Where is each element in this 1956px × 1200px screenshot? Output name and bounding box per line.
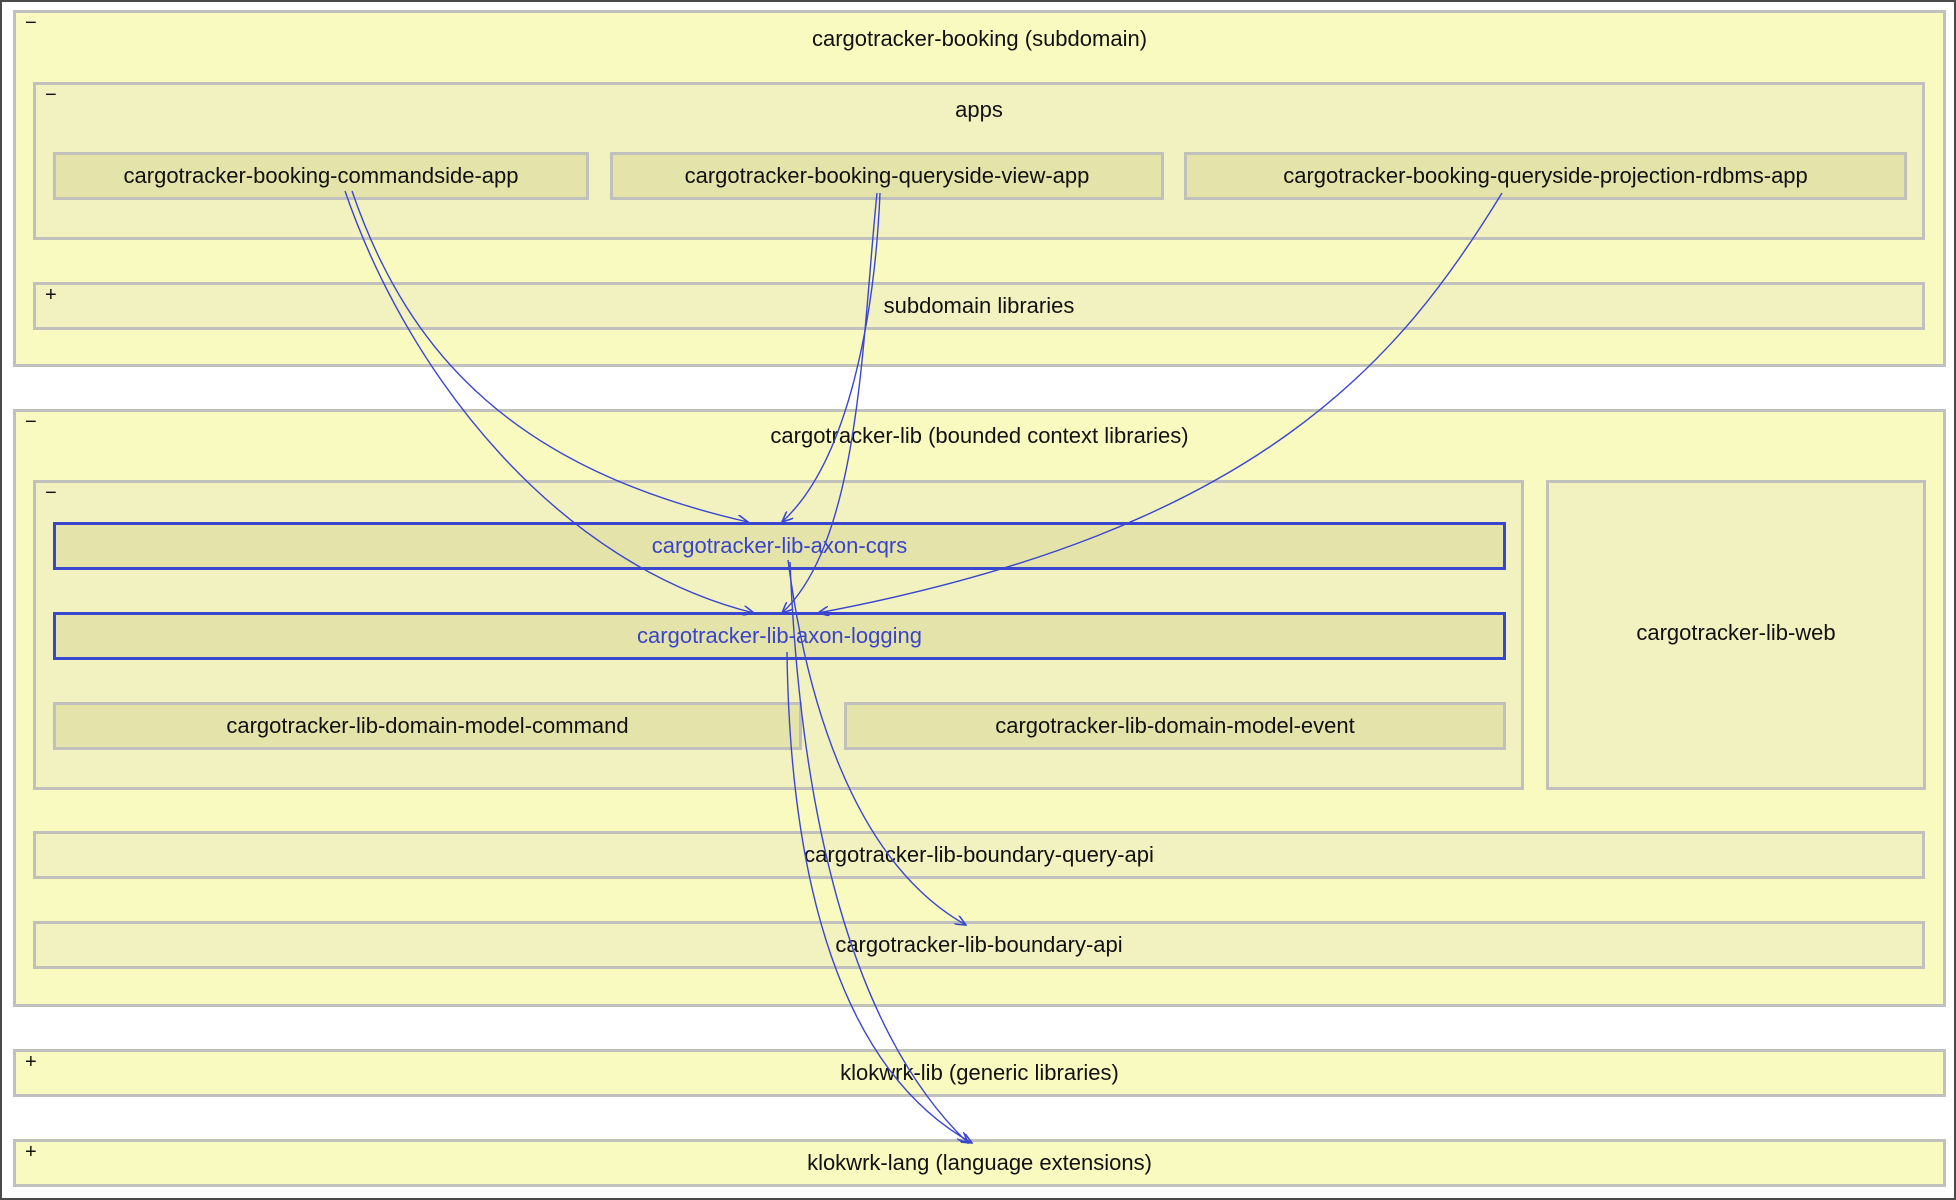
collapse-toggle-booking[interactable]: − <box>25 12 37 34</box>
module-axon-cqrs[interactable]: cargotracker-lib-axon-cqrs <box>53 522 1506 570</box>
module-title-klokwrk-lang: klokwrk-lang (language extensions) <box>807 1150 1152 1175</box>
module-title-apps: apps <box>955 97 1003 122</box>
module-title-booking: cargotracker-booking (subdomain) <box>811 26 1148 51</box>
module-queryside-projection-app[interactable]: cargotracker-booking-queryside-projectio… <box>1184 152 1907 200</box>
module-title-subdomain-libraries: subdomain libraries <box>883 293 1075 318</box>
module-title-boundary-api: cargotracker-lib-boundary-api <box>835 932 1123 957</box>
collapse-toggle-apps[interactable]: − <box>45 84 57 106</box>
module-title-queryside-view-app: cargotracker-booking-queryside-view-app <box>684 163 1090 188</box>
module-queryside-view-app[interactable]: cargotracker-booking-queryside-view-app <box>610 152 1164 200</box>
module-title-queryside-projection-app: cargotracker-booking-queryside-projectio… <box>1283 163 1808 188</box>
module-cargotracker-lib[interactable]: − cargotracker-lib (bounded context libr… <box>13 409 1946 1007</box>
module-title-lib-web: cargotracker-lib-web <box>1636 620 1836 645</box>
collapse-toggle-lib-group[interactable]: − <box>45 482 57 504</box>
expand-toggle-subdomain-libraries[interactable]: + <box>45 284 57 306</box>
module-subdomain-libraries[interactable]: + subdomain libraries <box>33 282 1925 330</box>
module-title-boundary-query-api: cargotracker-lib-boundary-query-api <box>804 842 1154 867</box>
module-title-axon-cqrs: cargotracker-lib-axon-cqrs <box>651 533 908 558</box>
module-title-cargotracker-lib: cargotracker-lib (bounded context librar… <box>770 423 1189 448</box>
module-title-axon-logging: cargotracker-lib-axon-logging <box>637 623 922 648</box>
module-axon-logging[interactable]: cargotracker-lib-axon-logging <box>53 612 1506 660</box>
module-title-klokwrk-lib: klokwrk-lib (generic libraries) <box>840 1060 1119 1085</box>
module-commandside-app[interactable]: cargotracker-booking-commandside-app <box>53 152 589 200</box>
module-lib-web[interactable]: cargotracker-lib-web <box>1546 480 1926 790</box>
module-lib-group[interactable]: − cargotracker-lib-axon-cqrs cargotracke… <box>33 480 1524 790</box>
module-klokwrk-lib[interactable]: + klokwrk-lib (generic libraries) <box>13 1049 1946 1097</box>
module-boundary-query-api[interactable]: cargotracker-lib-boundary-query-api <box>33 831 1925 879</box>
collapse-toggle-cargotracker-lib[interactable]: − <box>25 411 37 433</box>
expand-toggle-klokwrk-lib[interactable]: + <box>25 1051 37 1073</box>
module-klokwrk-lang[interactable]: + klokwrk-lang (language extensions) <box>13 1139 1946 1187</box>
module-title-commandside-app: cargotracker-booking-commandside-app <box>123 163 519 188</box>
module-apps[interactable]: − apps cargotracker-booking-commandside-… <box>33 82 1925 240</box>
module-title-domain-model-command: cargotracker-lib-domain-model-command <box>226 713 629 738</box>
module-domain-model-event[interactable]: cargotracker-lib-domain-model-event <box>844 702 1506 750</box>
module-booking-subdomain[interactable]: − cargotracker-booking (subdomain) − app… <box>13 10 1946 367</box>
expand-toggle-klokwrk-lang[interactable]: + <box>25 1141 37 1163</box>
module-domain-model-command[interactable]: cargotracker-lib-domain-model-command <box>53 702 802 750</box>
module-title-domain-model-event: cargotracker-lib-domain-model-event <box>995 713 1355 738</box>
module-boundary-api[interactable]: cargotracker-lib-boundary-api <box>33 921 1925 969</box>
